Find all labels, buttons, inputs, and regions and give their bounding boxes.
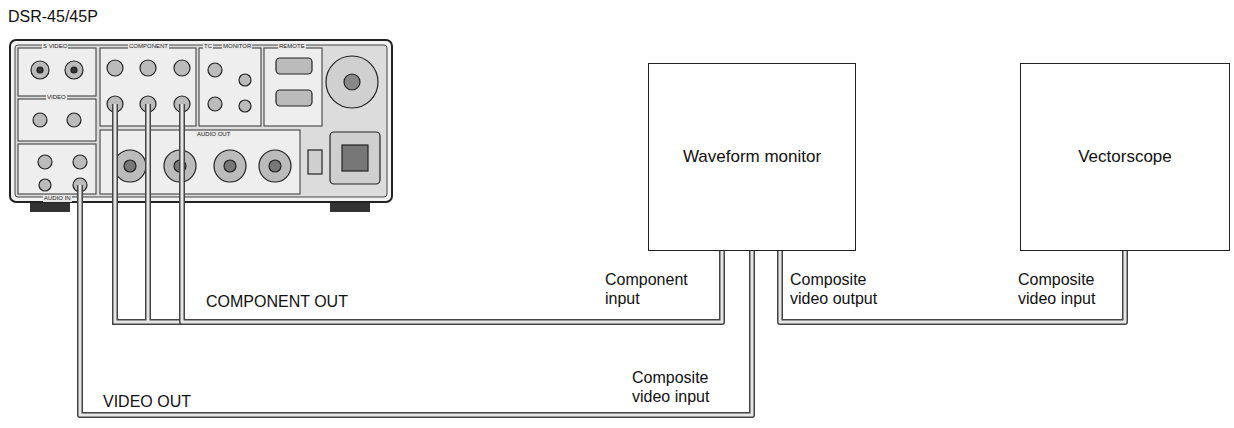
device-body — [15, 45, 387, 197]
connectors — [224, 160, 236, 172]
wires-inside-device — [114, 104, 117, 214]
panel-sections — [18, 48, 322, 194]
connectors — [114, 150, 146, 182]
connectors — [33, 113, 47, 127]
component-extra-wires — [147, 214, 150, 322]
panel-label: AUDIO IN — [43, 195, 72, 202]
panel-label: MONITOR — [222, 43, 252, 50]
connectors — [67, 113, 81, 127]
cable-label: COMPONENT OUT — [203, 292, 351, 311]
wires-inside-device — [80, 104, 182, 214]
panel-label: REMOTE — [278, 43, 306, 50]
connectors — [107, 60, 123, 76]
cable-outline — [182, 214, 722, 322]
connectors — [73, 155, 87, 169]
panel-label: S VIDEO — [42, 43, 68, 50]
cable-outline — [780, 251, 1125, 322]
panel-sections — [18, 144, 96, 194]
cable-core — [780, 251, 1125, 322]
component-extra-wires — [115, 214, 182, 322]
connectors — [31, 56, 380, 192]
device-rear-panel: DSR-45/45P — [8, 38, 392, 214]
connectors — [259, 150, 291, 182]
component-extra-wires — [115, 214, 182, 322]
component-extra-wires — [145, 214, 151, 322]
wires-inside-device — [181, 104, 184, 214]
connectors — [308, 150, 322, 174]
equipment-box: Vectorscope — [1020, 63, 1230, 251]
connectors — [208, 63, 222, 77]
port-label: Composite video output — [790, 270, 892, 308]
connectors — [140, 60, 156, 76]
panel-label: COMPONENT — [128, 43, 169, 50]
port-label: Composite video input — [632, 368, 734, 406]
cable — [780, 251, 1125, 322]
connectors — [39, 179, 51, 191]
connectors — [239, 100, 251, 112]
box-label: Waveform monitor — [677, 141, 827, 173]
connectors — [214, 150, 246, 182]
equipment-box: Waveform monitor — [648, 63, 856, 251]
wires-inside-device — [112, 104, 118, 214]
connectors — [326, 56, 378, 108]
panel-label: VIDEO — [46, 94, 67, 101]
panel-sections — [100, 130, 300, 194]
connectors — [31, 61, 49, 79]
connectors — [344, 74, 360, 90]
box-label: Vectorscope — [1072, 141, 1178, 173]
wires-inside-device — [145, 104, 151, 214]
connectors — [208, 97, 222, 111]
connectors — [38, 155, 52, 169]
connectors — [239, 74, 251, 86]
port-label: Component input — [605, 270, 707, 308]
connectors — [276, 58, 312, 74]
cable — [182, 214, 722, 322]
connectors — [269, 160, 281, 172]
panel-sections — [264, 48, 322, 126]
cable-core — [182, 214, 722, 322]
connectors — [174, 60, 190, 76]
panel-sections — [18, 48, 96, 96]
device-body — [10, 40, 392, 202]
connectors — [276, 90, 312, 106]
panel-sections — [18, 99, 96, 141]
connectors — [342, 145, 368, 171]
connectors — [71, 67, 77, 73]
device-title: DSR-45/45P — [8, 8, 98, 26]
device-body — [10, 40, 392, 212]
wires-inside-device — [77, 185, 83, 214]
wires-inside-device — [147, 104, 150, 214]
wires-inside-device — [79, 185, 82, 214]
connectors — [65, 61, 83, 79]
panel-label: AUDIO OUT — [196, 131, 231, 138]
connectors — [330, 132, 380, 184]
component-extra-wires — [115, 214, 182, 322]
wires-inside-device — [179, 104, 185, 214]
panel-sections — [199, 48, 261, 126]
cable-label: VIDEO OUT — [100, 392, 194, 411]
port-label: Composite video input — [1018, 270, 1120, 308]
connectors — [124, 160, 136, 172]
connectors — [37, 67, 43, 73]
panel-label: TC — [203, 43, 213, 50]
